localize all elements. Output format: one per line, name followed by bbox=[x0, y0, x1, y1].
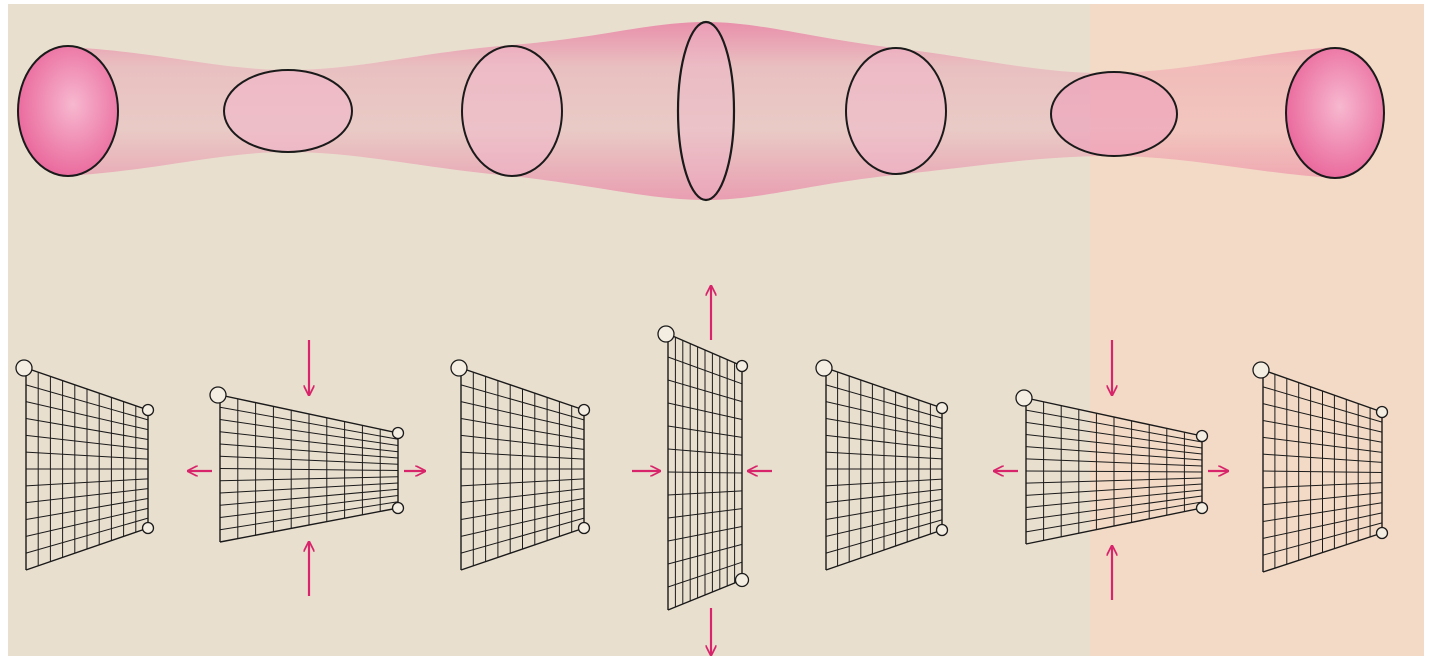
test-mass-ball bbox=[658, 326, 674, 342]
cross-section-7 bbox=[1286, 48, 1384, 178]
test-mass-ball bbox=[143, 523, 154, 534]
test-mass-ball bbox=[1377, 407, 1388, 418]
test-mass-ball bbox=[393, 428, 404, 439]
test-mass-ball bbox=[393, 503, 404, 514]
cross-section-6 bbox=[1051, 72, 1177, 156]
test-mass-ball bbox=[16, 360, 32, 376]
test-mass-ball bbox=[1197, 503, 1208, 514]
cross-section-3 bbox=[462, 46, 562, 176]
cross-section-2 bbox=[224, 70, 352, 152]
cross-section-1 bbox=[18, 46, 118, 176]
test-mass-ball bbox=[579, 405, 590, 416]
test-mass-ball bbox=[1253, 362, 1269, 378]
test-mass-ball bbox=[1377, 528, 1388, 539]
test-mass-ball bbox=[451, 360, 467, 376]
test-mass-ball bbox=[937, 525, 948, 536]
cross-section-4 bbox=[678, 22, 734, 200]
test-mass-ball bbox=[937, 403, 948, 414]
cross-section-5 bbox=[846, 48, 946, 174]
test-mass-ball bbox=[210, 387, 226, 403]
test-mass-ball bbox=[736, 574, 749, 587]
test-mass-ball bbox=[579, 523, 590, 534]
test-mass-ball bbox=[1016, 390, 1032, 406]
test-mass-ball bbox=[737, 361, 748, 372]
right-edge-white bbox=[1424, 0, 1430, 661]
left-edge-white bbox=[0, 0, 8, 661]
test-mass-ball bbox=[143, 405, 154, 416]
test-mass-ball bbox=[816, 360, 832, 376]
test-mass-ball bbox=[1197, 431, 1208, 442]
